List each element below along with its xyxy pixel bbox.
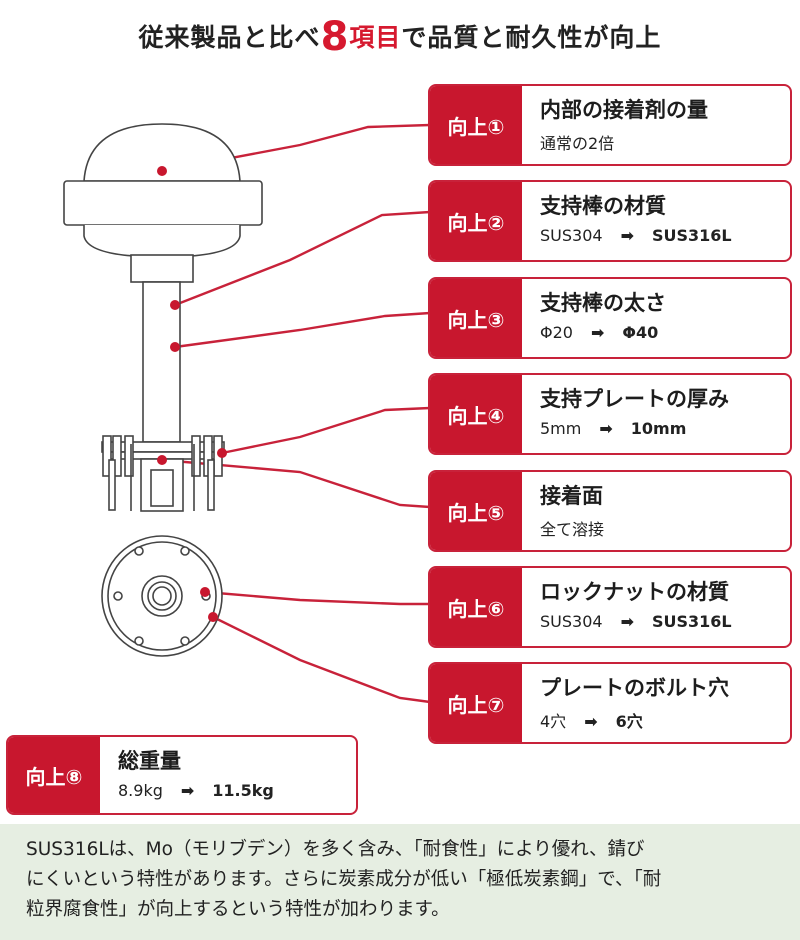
marker-dot-7 — [208, 612, 218, 622]
material-note: SUS316Lは、Mo（モリブデン）を多く含み、「耐食性」により優れ、錆び にく… — [0, 824, 800, 940]
value-from: SUS304 — [540, 226, 603, 245]
value-to: SUS316L — [651, 226, 732, 245]
value-from: SUS304 — [540, 612, 603, 631]
value-to: 10mm — [630, 419, 687, 438]
marker-dot-5 — [157, 455, 167, 465]
improvement-detail-text: 全て溶接 — [540, 520, 605, 539]
right-arrow-icon: ➡ — [620, 226, 634, 245]
improvement-card-5: 向上⑤ 接着面 全て溶接 — [428, 470, 792, 552]
improvement-title: 支持棒の材質 — [540, 194, 666, 218]
improvement-title: 支持棒の太さ — [540, 291, 666, 315]
improvement-detail: 5mm ➡ 10mm — [540, 419, 686, 438]
improvement-tag: 向上⑦ — [430, 664, 522, 742]
improvement-card-1: 向上① 内部の接着剤の量 通常の2倍 — [428, 84, 792, 166]
headline-number: 8 — [320, 14, 350, 60]
improvement-title: 内部の接着剤の量 — [540, 98, 708, 122]
connector-5 — [161, 458, 431, 509]
value-to: 11.5kg — [212, 781, 274, 800]
improvement-detail: SUS304 ➡ SUS316L — [540, 612, 732, 631]
improvement-card-8: 向上⑧ 総重量 8.9kg ➡ 11.5kg — [6, 735, 358, 815]
right-arrow-icon: ➡ — [590, 323, 605, 342]
improvement-tag: 向上③ — [430, 279, 522, 357]
right-arrow-icon: ➡ — [599, 419, 613, 438]
improvement-tag: 向上① — [430, 86, 522, 164]
marker-dot-6 — [200, 587, 210, 597]
improvement-tag: 向上② — [430, 182, 522, 260]
antenna-dome — [63, 123, 263, 283]
improvement-tag: 向上⑤ — [430, 472, 522, 550]
bottom-plate-view — [101, 535, 223, 657]
improvement-detail-text: 通常の2倍 — [540, 134, 615, 153]
improvement-card-4: 向上④ 支持プレートの厚み 5mm ➡ 10mm — [428, 373, 792, 455]
headline-unit: 項目 — [349, 23, 402, 52]
improvement-title: プレートのボルト穴 — [540, 676, 729, 700]
improvement-detail: 8.9kg ➡ 11.5kg — [118, 781, 274, 800]
improvement-title: 総重量 — [118, 749, 181, 773]
value-from: Φ20 — [540, 323, 573, 342]
value-to: SUS316L — [651, 612, 732, 631]
connector-4 — [221, 406, 431, 455]
value-to: Φ40 — [622, 323, 659, 342]
value-to: 6穴 — [615, 712, 643, 731]
headline: 従来製品と比べ8項目で品質と耐久性が向上 — [0, 14, 800, 60]
improvement-card-6: 向上⑥ ロックナットの材質 SUS304 ➡ SUS316L — [428, 566, 792, 648]
note-line: SUS316Lは、Mo（モリブデン）を多く含み、「耐食性」により優れ、錆び — [26, 839, 645, 860]
connector-6 — [204, 590, 430, 606]
connector-7 — [212, 615, 431, 704]
improvement-tag: 向上⑧ — [8, 737, 100, 813]
right-arrow-icon: ➡ — [584, 712, 598, 731]
plate-assembly — [101, 435, 225, 512]
marker-dot-2 — [170, 300, 180, 310]
right-arrow-icon: ➡ — [180, 781, 195, 800]
improvement-title: ロックナットの材質 — [540, 580, 729, 604]
improvement-detail: 全て溶接 — [540, 516, 604, 540]
improvement-card-7: 向上⑦ プレートのボルト穴 4穴 ➡ 6穴 — [428, 662, 792, 744]
improvement-detail: SUS304 ➡ SUS316L — [540, 226, 732, 245]
right-arrow-icon: ➡ — [620, 612, 634, 631]
improvement-card-2: 向上② 支持棒の材質 SUS304 ➡ SUS316L — [428, 180, 792, 262]
marker-dot-4 — [217, 448, 227, 458]
value-from: 4穴 — [540, 712, 567, 731]
marker-dots — [157, 166, 227, 622]
note-line: 粒界腐食性」が向上するという特性が加わります。 — [26, 899, 450, 920]
note-line: にくいという特性があります。さらに炭素成分が低い「極低炭素鋼」で、「耐 — [26, 869, 662, 890]
connector-2 — [174, 210, 431, 307]
value-from: 8.9kg — [118, 781, 163, 800]
marker-dot-3 — [170, 342, 180, 352]
value-from: 5mm — [540, 419, 582, 438]
headline-pre: 従来製品と比べ — [138, 23, 321, 52]
improvement-detail: Φ20 ➡ Φ40 — [540, 323, 658, 342]
improvement-detail: 4穴 ➡ 6穴 — [540, 708, 643, 732]
headline-post: で品質と耐久性が向上 — [401, 23, 662, 52]
connector-lines — [161, 123, 431, 704]
improvement-detail: 通常の2倍 — [540, 130, 614, 154]
improvement-title: 接着面 — [540, 484, 603, 508]
connector-3 — [174, 311, 431, 349]
improvement-tag: 向上⑥ — [430, 568, 522, 646]
improvement-title: 支持プレートの厚み — [540, 387, 729, 411]
improvement-card-3: 向上③ 支持棒の太さ Φ20 ➡ Φ40 — [428, 277, 792, 359]
improvement-tag: 向上④ — [430, 375, 522, 453]
marker-dot-1 — [157, 166, 167, 176]
